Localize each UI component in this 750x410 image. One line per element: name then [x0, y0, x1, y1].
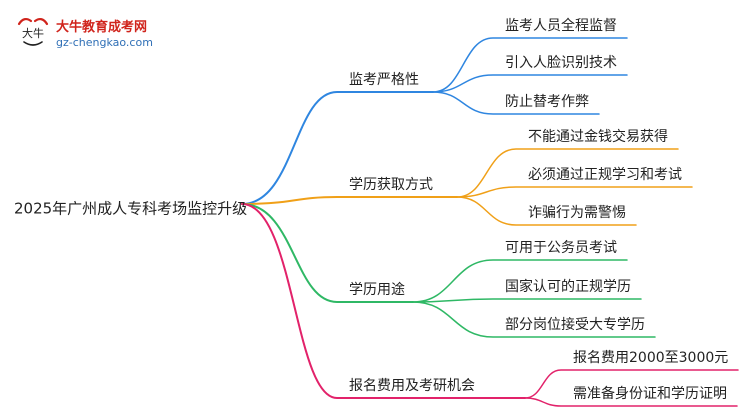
leaf-connector — [456, 196, 637, 226]
leaf-node: 引入人脸识别技术 — [505, 55, 617, 71]
branch-node: 监考严格性 — [349, 72, 419, 88]
leaf-connector — [412, 301, 656, 338]
logo-mark: 大牛 — [14, 12, 52, 50]
leaf-node: 诈骗行为需警惕 — [528, 205, 626, 221]
leaf-connector — [412, 298, 642, 303]
connectors — [241, 37, 739, 407]
branch-node: 学历用途 — [349, 281, 405, 298]
leaf-node: 部分岗位接受大专学历 — [505, 316, 645, 333]
bull-icon: 大牛 — [17, 17, 49, 46]
leaf-node: 国家认可的正规学历 — [505, 278, 631, 295]
branch-connector — [241, 196, 458, 205]
leaf-node: 不能通过金钱交易获得 — [528, 128, 668, 145]
leaf-node: 报名费用2000至3000元 — [573, 350, 728, 366]
leaf-connector — [432, 91, 600, 115]
branch-connector — [241, 203, 526, 399]
leaf-connector — [432, 74, 628, 93]
leaf-connector — [432, 37, 628, 93]
leaf-node: 防止替考作弊 — [505, 94, 589, 110]
site-url: gz-chengkao.com — [56, 36, 153, 49]
site-logo: 大牛 大牛教育成考网 gz-chengkao.com — [14, 12, 314, 56]
branch-node: 学历获取方式 — [349, 177, 433, 193]
logo-glyph: 大牛 — [22, 26, 44, 40]
leaf-node: 必须通过正规学习和考试 — [528, 167, 682, 183]
root-node: 2025年广州成人专科考场监控升级 — [14, 200, 247, 218]
branch-connector — [241, 203, 414, 303]
leaf-connector — [412, 259, 628, 303]
branch-connector — [241, 91, 434, 205]
branch-node: 报名费用及考研机会 — [349, 378, 475, 394]
site-name: 大牛教育成考网 — [56, 20, 148, 35]
leaf-connector — [524, 369, 739, 399]
leaf-node: 需准备身份证和学历证明 — [573, 385, 727, 402]
leaf-node: 可用于公务员考试 — [505, 240, 617, 256]
leaf-connector — [456, 148, 679, 198]
leaf-connector — [524, 397, 738, 407]
leaf-connector — [456, 186, 693, 198]
leaf-node: 监考人员全程监督 — [505, 17, 617, 34]
